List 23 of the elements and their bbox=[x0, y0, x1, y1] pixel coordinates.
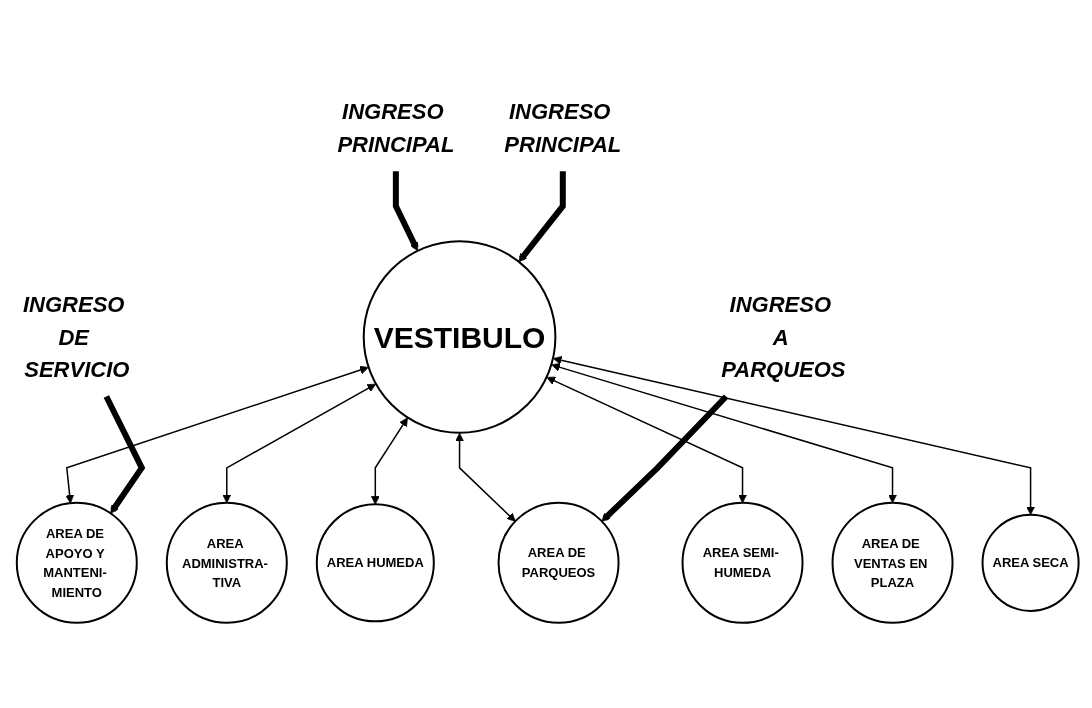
arrow bbox=[65, 365, 369, 504]
arrow bbox=[601, 394, 729, 522]
node-circle: AREA ADMINISTRA- TIVA bbox=[166, 501, 288, 624]
node-circle: AREA DE PARQUEOS bbox=[497, 501, 620, 624]
arrow bbox=[553, 356, 1036, 516]
node-text: INGRESO DE SERVICIO bbox=[23, 291, 130, 383]
node-circle: AREA HUMEDA bbox=[315, 503, 435, 623]
arrow bbox=[393, 171, 419, 252]
arrow bbox=[222, 383, 377, 504]
arrow bbox=[455, 432, 516, 522]
node-circle: AREA SECA bbox=[981, 513, 1080, 612]
node-circle: VESTIBULO bbox=[362, 240, 557, 434]
node-circle: AREA DE VENTAS EN PLAZA bbox=[831, 501, 954, 624]
arrow bbox=[551, 362, 898, 504]
node-text: INGRESO PRINCIPAL bbox=[337, 99, 455, 158]
arrow bbox=[371, 417, 409, 505]
arrow bbox=[546, 376, 748, 504]
node-circle: AREA DE APOYO Y MANTENI- MIENTO bbox=[16, 501, 138, 624]
arrow bbox=[103, 395, 146, 514]
node-text: INGRESO PRINCIPAL bbox=[504, 99, 622, 158]
arrow bbox=[518, 171, 566, 263]
node-circle: AREA SEMI- HUMEDA bbox=[681, 501, 804, 624]
node-text: INGRESO A PARQUEOS bbox=[721, 291, 846, 383]
